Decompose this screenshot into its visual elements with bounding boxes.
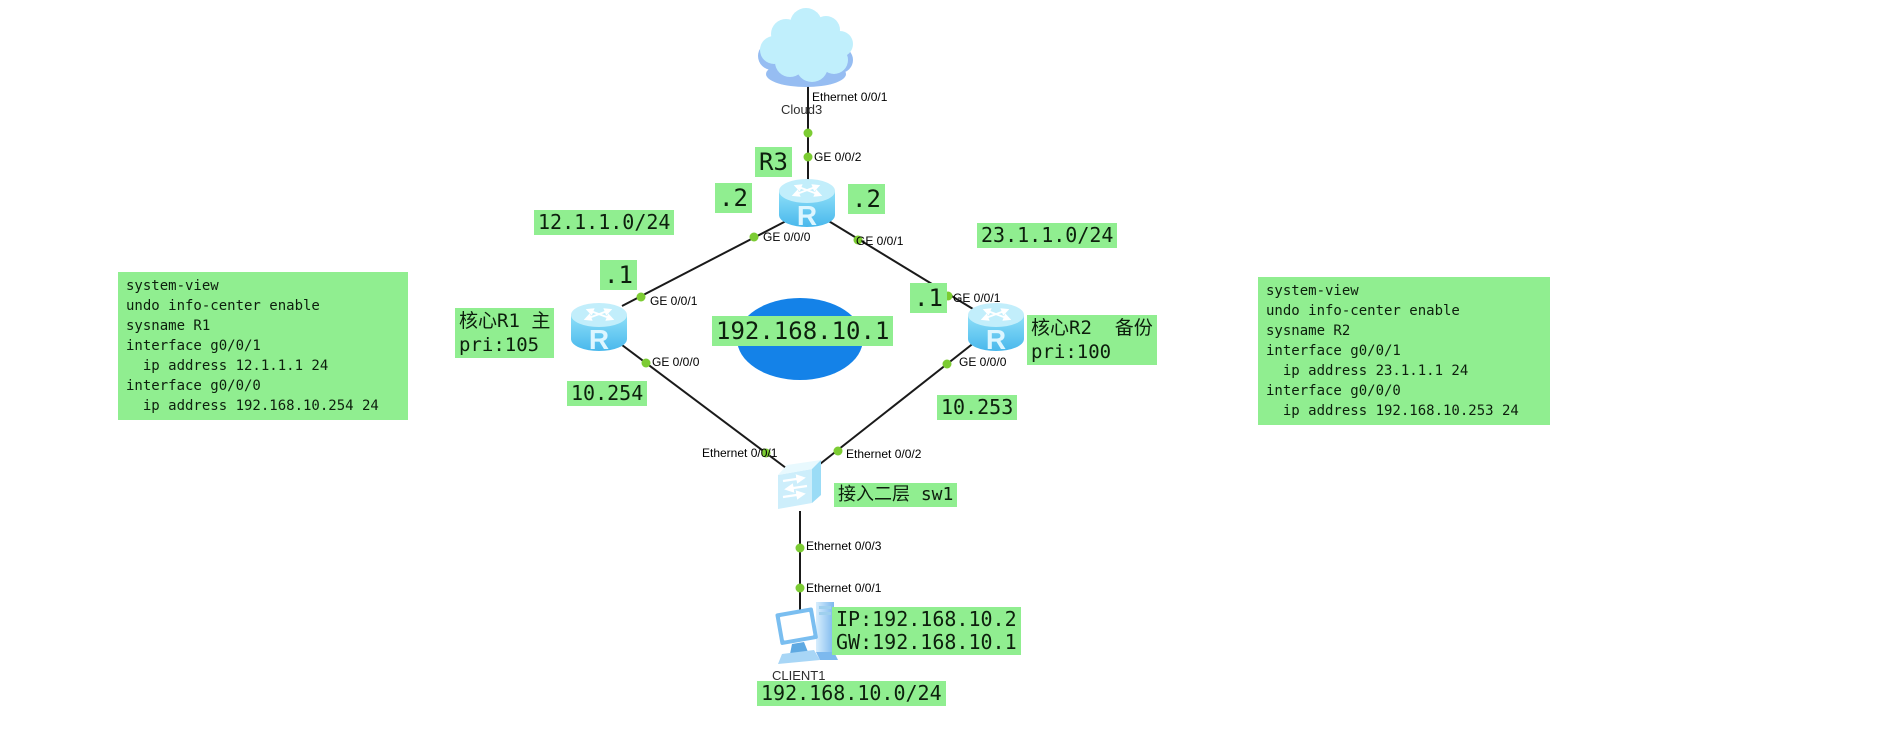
host-label-r2[interactable]: .1	[910, 283, 947, 313]
link-r3-r1[interactable]	[621, 219, 789, 307]
subnet-label-right[interactable]: 23.1.1.0/24	[977, 223, 1118, 248]
pc-icon	[775, 602, 838, 664]
port-label-r1-ge1: GE 0/0/1	[650, 294, 698, 308]
port-dot	[641, 358, 651, 368]
device-sw1[interactable]	[773, 459, 827, 518]
device-client1[interactable]	[774, 598, 844, 675]
host-label-r1[interactable]: .1	[600, 260, 637, 290]
router-icon: R	[571, 303, 627, 355]
badge-r2[interactable]: 核心R2 备份 pri:100	[1027, 315, 1157, 365]
host-label-r3-left[interactable]: .2	[715, 183, 752, 213]
switch-icon	[778, 460, 821, 509]
port-dot	[749, 232, 759, 242]
port-label-r2-ge1: GE 0/0/1	[953, 291, 1001, 305]
device-r1[interactable]: R	[569, 301, 629, 358]
port-label-r2-ge0: GE 0/0/0	[959, 355, 1007, 369]
port-label-r3-ge1: GE 0/0/1	[856, 234, 904, 248]
port-dot	[803, 152, 813, 162]
badge-r3[interactable]: R3	[755, 147, 792, 177]
host-label-r3-right[interactable]: .2	[848, 184, 885, 214]
badge-sw1[interactable]: 接入二层 sw1	[834, 483, 958, 507]
router-glyph: R	[986, 324, 1006, 353]
device-label-client1: CLIENT1	[772, 668, 826, 683]
device-r3[interactable]: R	[777, 177, 837, 234]
virtual-ip-label[interactable]: 192.168.10.1	[712, 316, 894, 346]
subnet-label-left[interactable]: 12.1.1.0/24	[534, 210, 675, 235]
router-glyph: R	[589, 324, 609, 353]
device-label-cloud3: Cloud3	[781, 102, 823, 117]
port-label-sw-eth3: Ethernet 0/0/3	[806, 539, 882, 553]
port-dot	[833, 446, 843, 456]
device-cloud3[interactable]	[752, 4, 864, 97]
router-glyph: R	[797, 200, 817, 229]
config-note-r2[interactable]: system-view undo info-center enable sysn…	[1258, 277, 1550, 425]
port-label-r1-ge0: GE 0/0/0	[652, 355, 700, 369]
port-dot	[795, 543, 805, 553]
lan-host-label-r1[interactable]: 10.254	[567, 381, 648, 406]
config-note-r1[interactable]: system-view undo info-center enable sysn…	[118, 272, 408, 420]
port-label-cloud-eth1: Ethernet 0/0/1	[812, 90, 888, 104]
cloud-icon	[758, 8, 853, 87]
lan-subnet-label[interactable]: 192.168.10.0/24	[757, 681, 946, 706]
port-label-sw-eth2: Ethernet 0/0/2	[846, 447, 922, 461]
port-label-r3-ge2: GE 0/0/2	[814, 150, 862, 164]
badge-r1[interactable]: 核心R1 主 pri:105	[455, 308, 555, 358]
port-dot	[795, 583, 805, 593]
router-icon: R	[779, 179, 835, 231]
client-ip-gw-label[interactable]: IP:192.168.10.2 GW:192.168.10.1	[832, 607, 1021, 655]
port-label-sw-eth1: Ethernet 0/0/1	[702, 446, 778, 460]
port-label-client-eth1: Ethernet 0/0/1	[806, 581, 882, 595]
port-dot	[853, 235, 863, 245]
port-dot	[803, 128, 813, 138]
port-label-r3-ge0: GE 0/0/0	[763, 230, 811, 244]
lan-host-label-r2[interactable]: 10.253	[937, 395, 1018, 420]
port-dot	[636, 292, 646, 302]
port-dot	[761, 448, 771, 458]
port-dot	[942, 359, 952, 369]
device-r2[interactable]: R	[966, 301, 1026, 358]
router-icon: R	[968, 303, 1024, 355]
